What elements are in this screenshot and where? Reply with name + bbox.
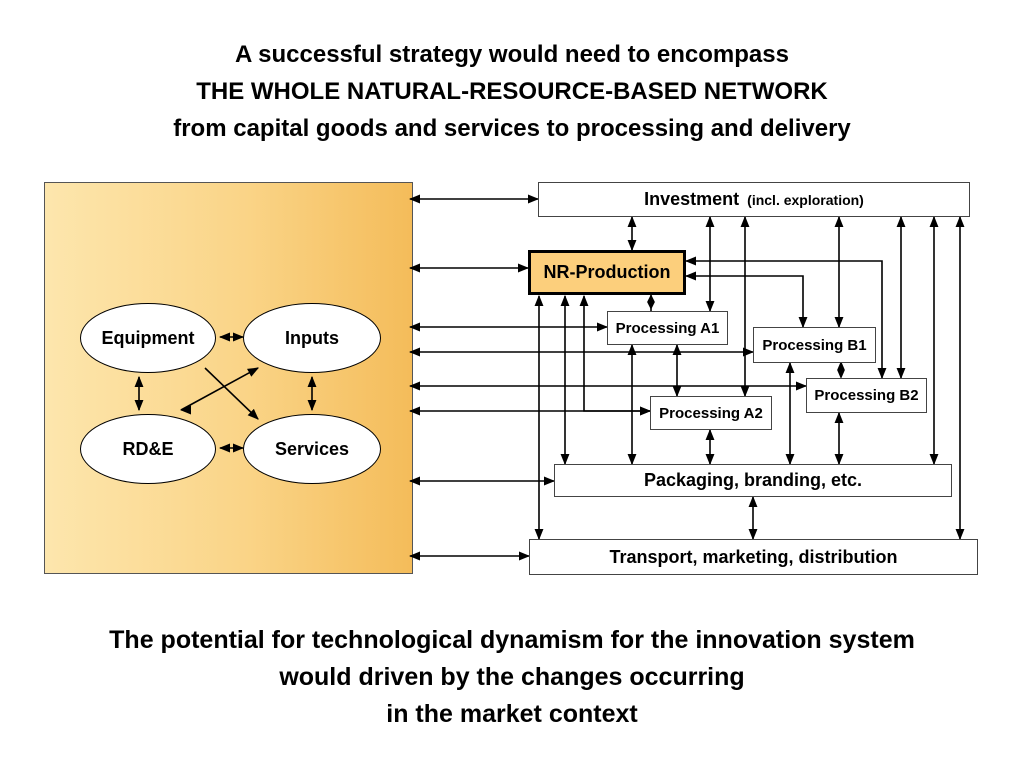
equipment-node: Equipment <box>80 303 216 373</box>
processing-a1-box: Processing A1 <box>607 311 728 345</box>
knowledge-cluster-panel <box>44 182 413 574</box>
title-line-3: from capital goods and services to proce… <box>173 115 851 142</box>
investment-box: Investment (incl. exploration) <box>538 182 970 217</box>
inputs-node: Inputs <box>243 303 381 373</box>
processing-b1-box: Processing B1 <box>753 327 876 363</box>
title-line-2: THE WHOLE NATURAL-RESOURCE-BASED NETWORK <box>196 78 828 105</box>
transport-box: Transport, marketing, distribution <box>529 539 978 575</box>
footer-line-1: The potential for technological dynamism… <box>109 626 915 654</box>
slide-footer: The potential for technological dynamism… <box>0 622 1024 733</box>
footer-line-3: in the market context <box>386 700 638 728</box>
rde-node: RD&E <box>80 414 216 484</box>
processing-a2-box: Processing A2 <box>650 396 772 430</box>
investment-label: Investment <box>644 189 740 209</box>
nr-production-box: NR-Production <box>528 250 686 295</box>
slide-title: A successful strategy would need to enco… <box>0 36 1024 147</box>
investment-note: (incl. exploration) <box>747 191 864 208</box>
title-line-1: A successful strategy would need to enco… <box>235 41 789 68</box>
packaging-box: Packaging, branding, etc. <box>554 464 952 497</box>
services-node: Services <box>243 414 381 484</box>
processing-b2-box: Processing B2 <box>806 378 927 413</box>
footer-line-2: would driven by the changes occurring <box>279 663 745 691</box>
